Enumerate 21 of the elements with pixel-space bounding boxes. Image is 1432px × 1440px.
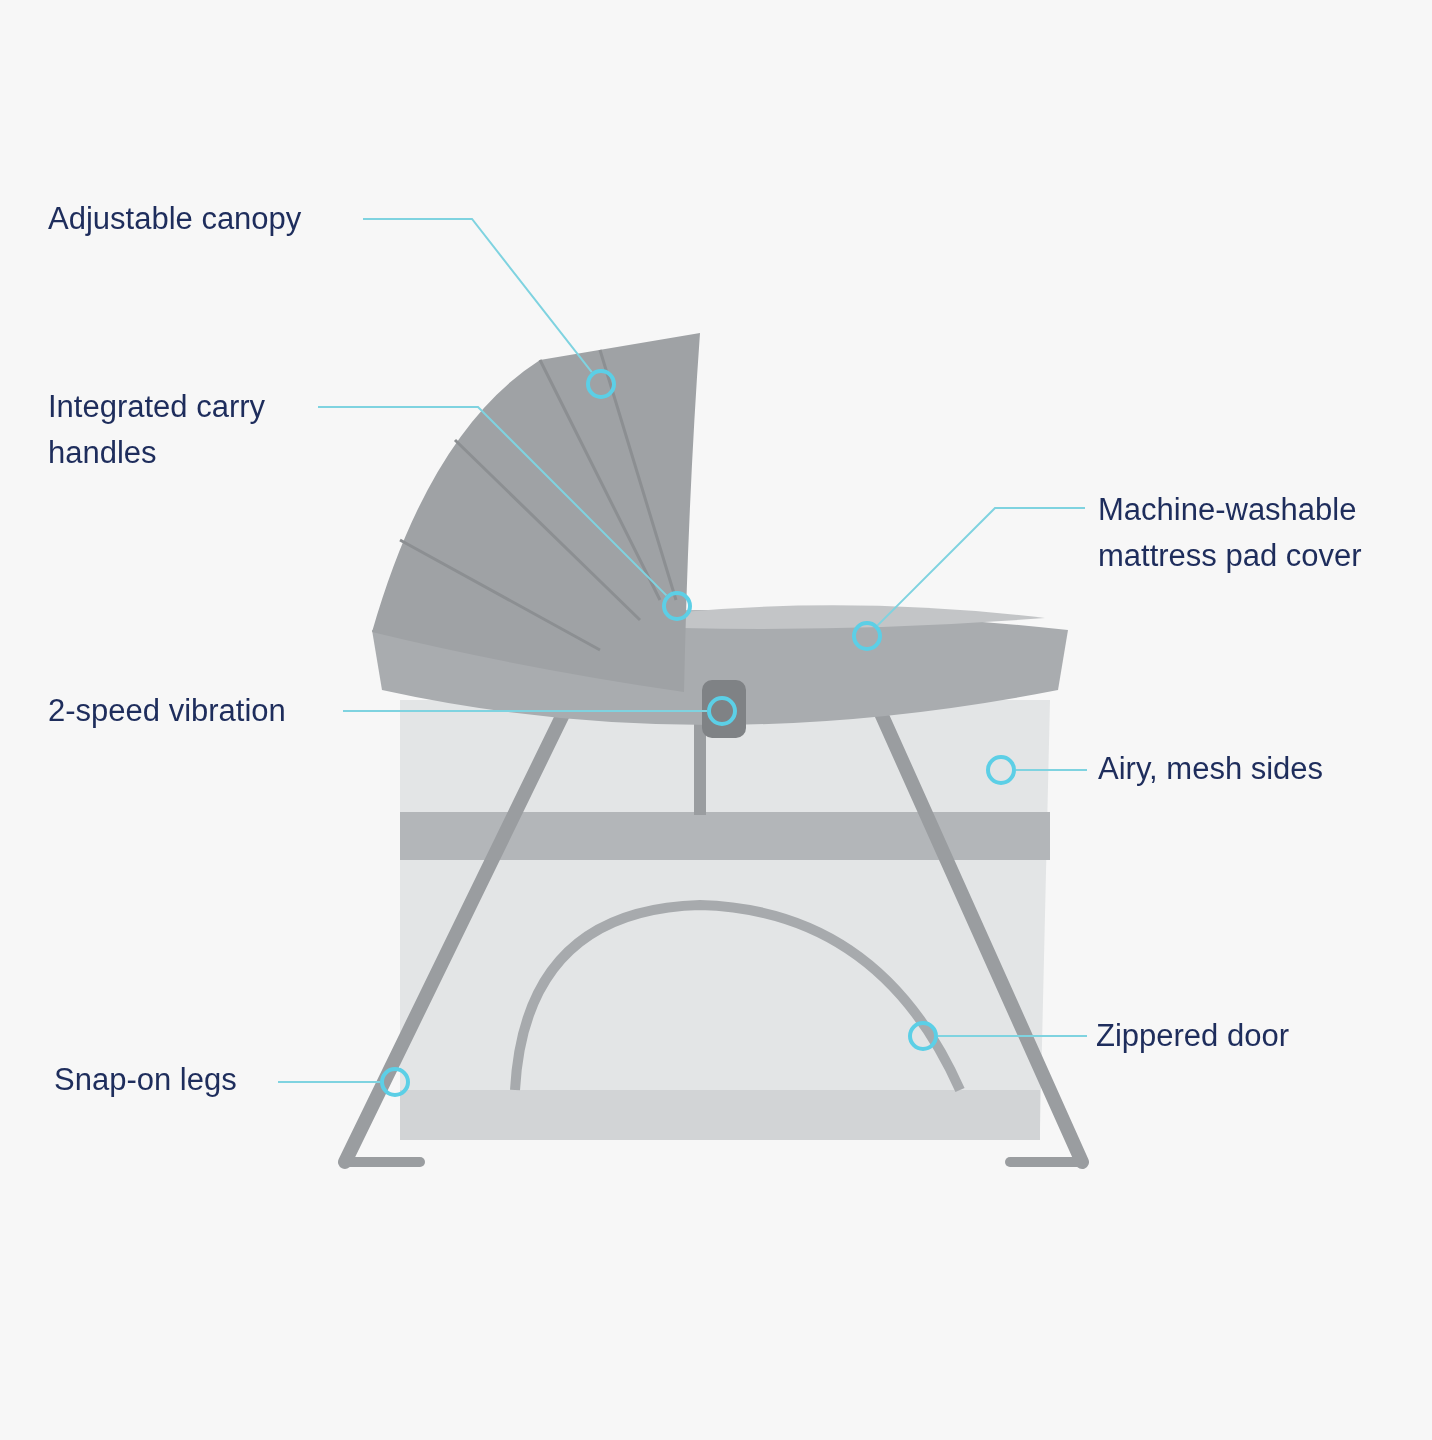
callout-label: Adjustable canopy [48, 196, 363, 242]
leader-line [876, 507, 1086, 627]
leader-line [937, 1035, 1088, 1037]
marker-ring [586, 369, 616, 399]
leader-line [1015, 769, 1088, 771]
callout-label: Airy, mesh sides [1087, 746, 1387, 792]
marker-ring [662, 591, 692, 621]
callout-label: Integrated carry handles [48, 384, 318, 476]
marker-ring [707, 696, 737, 726]
marker-ring [380, 1067, 410, 1097]
marker-ring [852, 621, 882, 651]
callout-label: 2-speed vibration [48, 688, 343, 734]
leader-line [277, 1081, 381, 1083]
leader-line [362, 218, 593, 374]
leader-line [317, 406, 668, 597]
callout-label: Machine-washable mattress pad cover [1085, 487, 1425, 579]
marker-ring [908, 1021, 938, 1051]
callout-label: Snap-on legs [54, 1057, 278, 1103]
callout-label: Zippered door [1087, 1013, 1347, 1059]
marker-ring [986, 755, 1016, 785]
leader-line [342, 710, 708, 712]
